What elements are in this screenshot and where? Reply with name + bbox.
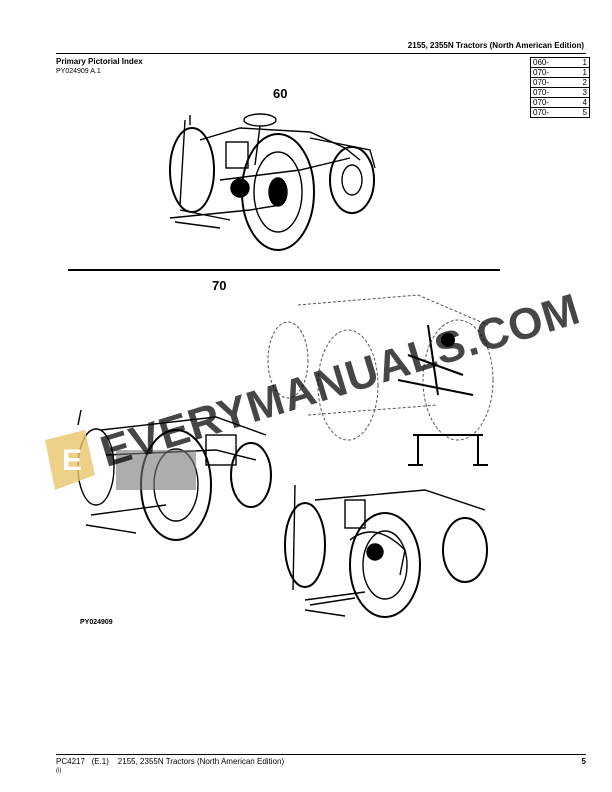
index-page-number: 5 — [575, 107, 590, 118]
index-page-number: 2 — [575, 77, 590, 88]
tractor-illustration-70-top — [267, 294, 494, 466]
tractor-illustration-70-bottom — [284, 484, 488, 618]
index-code: 070- — [530, 97, 575, 108]
index-code: 070- — [530, 107, 575, 118]
section-id: PY024909 A.1 — [56, 68, 101, 75]
figure-divider — [68, 269, 500, 271]
index-page-number: 1 — [575, 67, 590, 78]
tractor-illustration-70-left — [77, 409, 272, 541]
section-title: Primary Pictorial Index — [56, 57, 143, 66]
index-code: 070- — [530, 77, 575, 88]
index-page-number: 4 — [575, 97, 590, 108]
index-row: 070-1 — [530, 67, 590, 78]
index-page-number: 1 — [575, 57, 590, 68]
index-row: 070-2 — [530, 77, 590, 88]
index-code: 060- — [530, 57, 575, 68]
footer-rule — [56, 754, 586, 755]
figure-label-70: 70 — [212, 278, 227, 293]
tractor-illustration-60 — [169, 113, 376, 251]
page-number: 5 — [581, 757, 586, 766]
header-rule — [56, 53, 586, 54]
figure-label-60: 60 — [273, 86, 288, 101]
index-row: 060-1 — [530, 57, 590, 68]
index-row: 070-3 — [530, 87, 590, 98]
index-row: 070-4 — [530, 97, 590, 108]
index-code: 070- — [530, 67, 575, 78]
index-code: 070- — [530, 87, 575, 98]
figure-id: PY024909 — [80, 619, 113, 626]
svg-text:E: E — [62, 444, 82, 477]
index-page-number: 3 — [575, 87, 590, 98]
index-row: 070-5 — [530, 107, 590, 118]
footer-small: (i) — [56, 768, 62, 774]
header-title: 2155, 2355N Tractors (North American Edi… — [407, 41, 584, 50]
watermark-badge: E — [45, 430, 95, 490]
footer-text: PC4217 (E.1) 2155, 2355N Tractors (North… — [56, 757, 285, 766]
